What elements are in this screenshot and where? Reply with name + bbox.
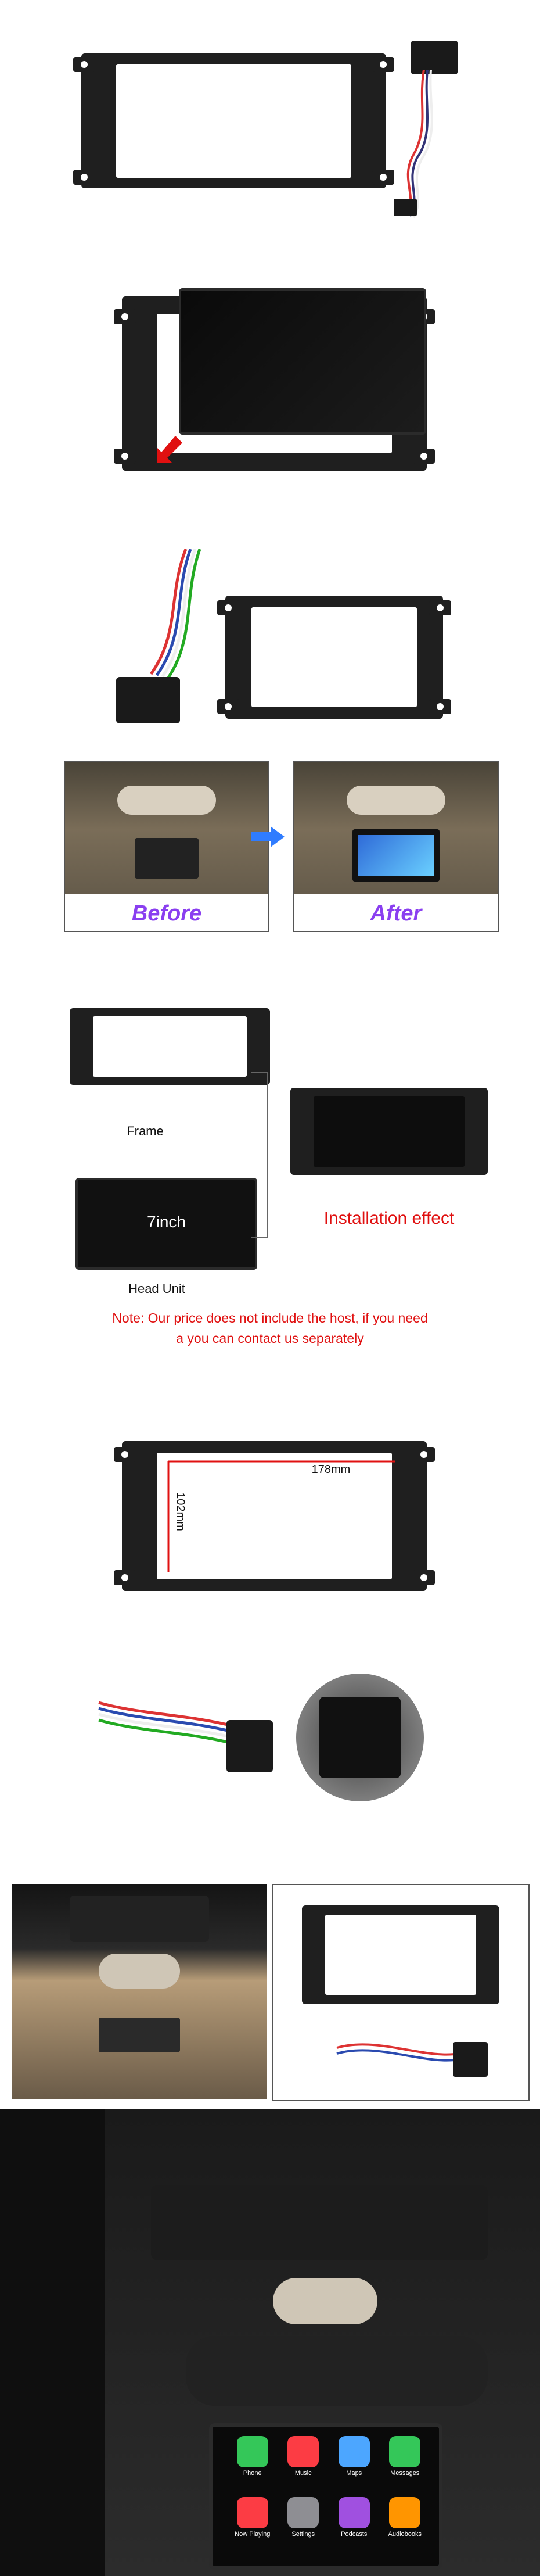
- carplay-app-messages[interactable]: Messages: [383, 2436, 428, 2491]
- carplay-app-settings[interactable]: Settings: [281, 2497, 326, 2552]
- harness-wires-7: [98, 1701, 273, 1772]
- harness-wires-3: [116, 549, 201, 723]
- head-unit-label: Head Unit: [128, 1281, 185, 1296]
- carplay-app-music[interactable]: Music: [281, 2436, 326, 2491]
- frame-label: Frame: [127, 1124, 164, 1138]
- carplay-app-label: Messages: [390, 2470, 420, 2477]
- dash-frame-3: [217, 596, 451, 719]
- carplay-app-icon: [389, 2436, 421, 2467]
- dimension-frame: [114, 1441, 435, 1591]
- carplay-app-icon: [338, 2497, 370, 2528]
- before-label: Before: [131, 901, 202, 926]
- carplay-app-label: Phone: [243, 2470, 262, 2477]
- carplay-app-icon: [287, 2497, 319, 2528]
- carplay-app-label: Podcasts: [341, 2531, 368, 2538]
- arrow-right-icon: [251, 826, 285, 847]
- kit-panel: [272, 1884, 530, 2101]
- after-label: After: [370, 901, 422, 926]
- car-interior-photo: [12, 1884, 267, 2099]
- note-line-1: Note: Our price does not include the hos…: [112, 1310, 428, 1325]
- carplay-app-label: Audiobooks: [388, 2531, 422, 2538]
- carplay-app-podcasts[interactable]: Podcasts: [332, 2497, 377, 2552]
- installation-effect-label: Installation effect: [323, 1209, 455, 1228]
- height-label: 102mm: [174, 1492, 187, 1531]
- installed-frame: [290, 1088, 488, 1175]
- head-unit-screen-text: 7inch: [147, 1213, 186, 1231]
- carplay-app-icon: [287, 2436, 319, 2467]
- before-photo: Before: [64, 761, 269, 932]
- diagram-bracket: [251, 1072, 268, 1238]
- carplay-app-label: Music: [294, 2470, 312, 2477]
- carplay-app-icon: [389, 2497, 421, 2528]
- harness-wires-1: [394, 70, 433, 218]
- dash-frame-1: [73, 53, 394, 188]
- diagram-frame: [70, 1008, 270, 1085]
- arrow-red-icon: [157, 436, 182, 463]
- carplay-app-icon: [236, 2497, 268, 2528]
- width-label: 178mm: [311, 1463, 351, 1476]
- connector-closeup: [296, 1674, 424, 1801]
- carplay-app-now-playing[interactable]: Now Playing: [230, 2497, 275, 2552]
- carplay-app-icon: [338, 2436, 370, 2467]
- note-line-2: a you can contact us separately: [176, 1331, 364, 1346]
- carplay-app-phone[interactable]: Phone: [230, 2436, 275, 2491]
- head-unit-screen-2: [179, 288, 426, 435]
- carplay-app-label: Maps: [346, 2470, 362, 2477]
- harness-connector-1: [411, 41, 458, 74]
- carplay-app-label: Settings: [291, 2531, 315, 2538]
- diagram-head-unit: 7inch: [75, 1178, 257, 1270]
- after-photo: After: [293, 761, 499, 932]
- carplay-app-audiobooks[interactable]: Audiobooks: [383, 2497, 428, 2552]
- carplay-app-icon: [236, 2436, 268, 2467]
- dimension-lines: [167, 1460, 395, 1572]
- carplay-app-label: Now Playing: [235, 2531, 271, 2538]
- carplay-app-maps[interactable]: Maps: [332, 2436, 377, 2491]
